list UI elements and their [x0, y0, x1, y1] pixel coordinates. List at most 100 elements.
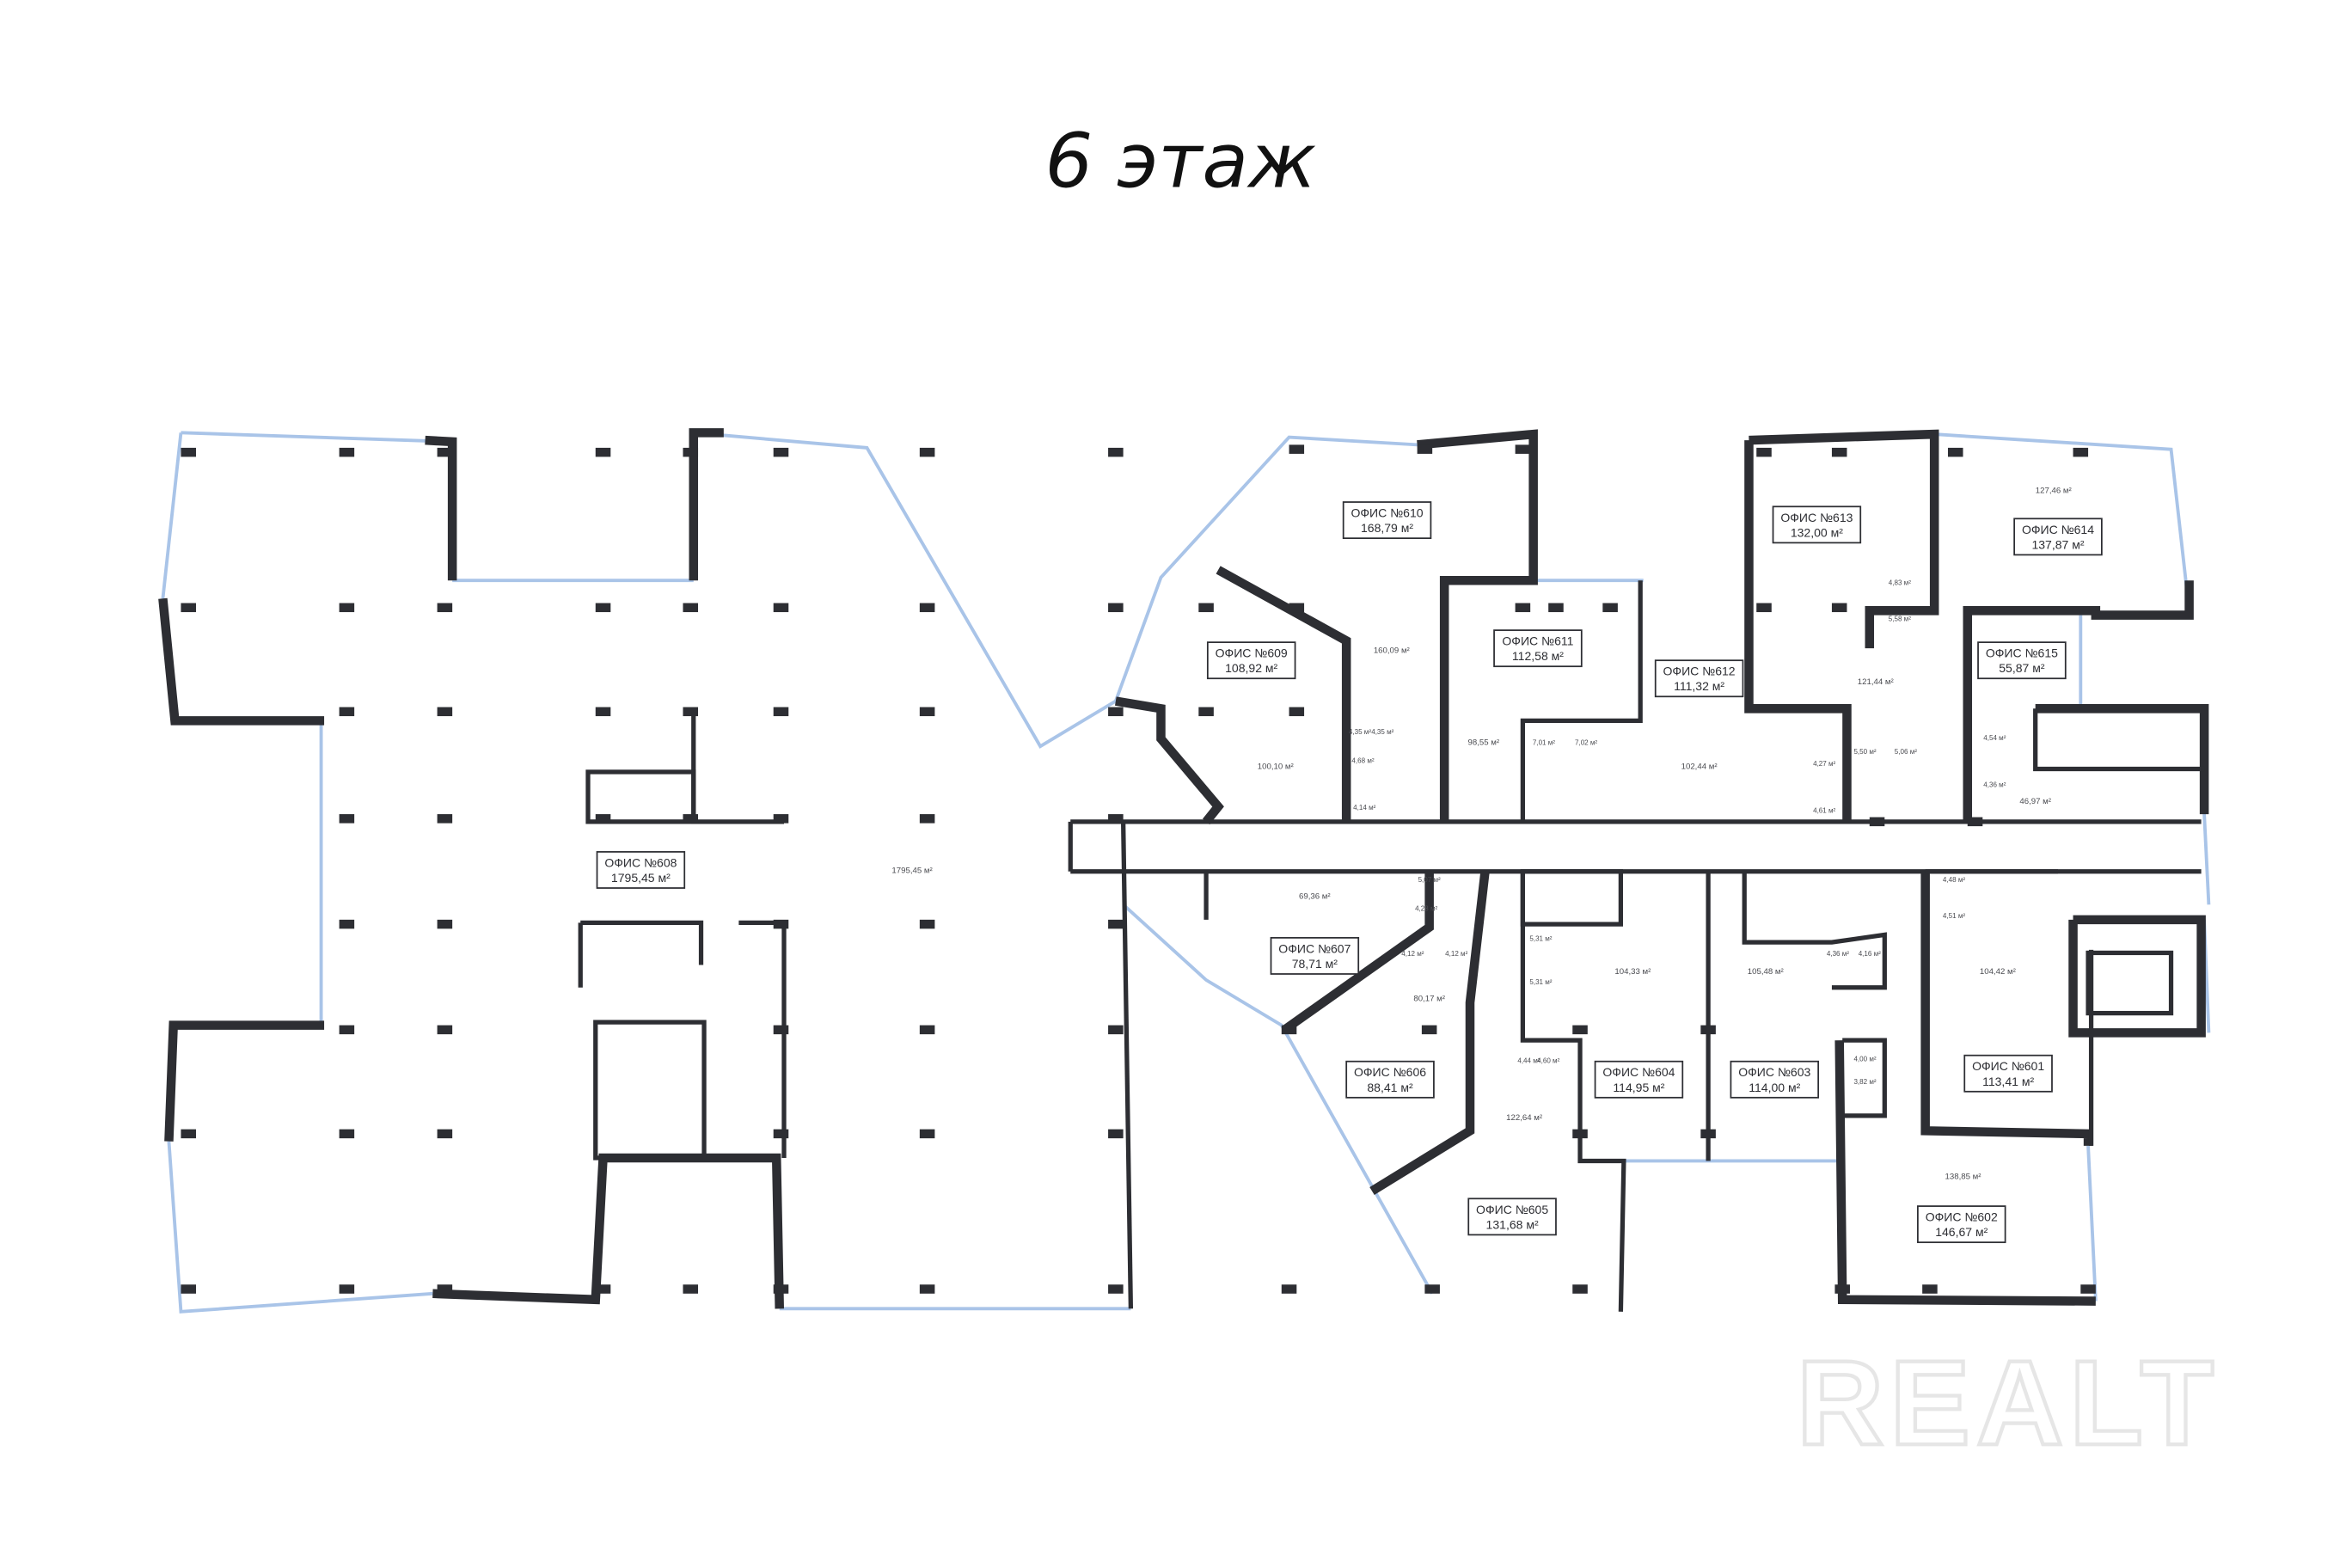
column: [919, 603, 935, 613]
room-area: 138,85 м²: [1945, 1173, 1982, 1182]
room-area: 102,44 м²: [1681, 762, 1718, 771]
office-label-box: [1467, 1197, 1557, 1236]
column: [1281, 1025, 1297, 1035]
small-room-area: 4,61 м²: [1813, 806, 1835, 814]
column: [1572, 1129, 1588, 1139]
small-room-area: 4,35 м²: [1371, 728, 1393, 736]
column: [339, 1284, 355, 1294]
column: [1198, 603, 1214, 613]
column: [773, 447, 789, 457]
column: [919, 1025, 935, 1035]
column: [437, 447, 453, 457]
office-label-box: [1270, 937, 1360, 975]
office-label-box: [1730, 1060, 1820, 1099]
column: [1602, 603, 1618, 613]
column: [1198, 707, 1214, 717]
column: [773, 1129, 789, 1139]
office-number: ОФИС №609: [1216, 646, 1288, 660]
office-number: ОФИС №607: [1278, 941, 1351, 955]
glazing: [161, 431, 2211, 1314]
office-area: 114,95 м²: [1613, 1081, 1664, 1094]
small-room-area: 5,58 м²: [1889, 616, 1911, 623]
room-area: 122,64 м²: [1506, 1113, 1543, 1123]
column: [919, 919, 935, 929]
column: [437, 1025, 453, 1035]
column: [773, 1025, 789, 1035]
column: [595, 1284, 611, 1294]
small-room-area: 4,48 м²: [1943, 876, 1965, 884]
office-area: 108,92 м²: [1225, 661, 1277, 675]
room-area: 121,44 м²: [1858, 677, 1895, 687]
floor-title: 6 этаж: [1044, 117, 1316, 205]
office-area: 111,32 м²: [1674, 679, 1724, 693]
column: [919, 1129, 935, 1139]
room-area: 127,46 м²: [2036, 487, 2073, 496]
small-room-area: 4,54 м²: [1983, 734, 2006, 742]
column: [1108, 447, 1124, 457]
small-room-area: 4,68 м²: [1351, 756, 1374, 764]
office-number: ОФИС №614: [2022, 523, 2094, 536]
column: [437, 1129, 453, 1139]
office-label-box: [1977, 641, 2067, 680]
column: [339, 814, 355, 824]
column: [1834, 1284, 1850, 1294]
office-label-box: [1654, 659, 1744, 698]
column: [919, 1284, 935, 1294]
office-label-box: [1963, 1054, 2053, 1093]
column: [919, 814, 935, 824]
office-area: 146,67 м²: [1935, 1225, 1988, 1239]
column: [595, 814, 611, 824]
column: [339, 1025, 355, 1035]
column: [339, 919, 355, 929]
small-room-area: 4,27 м²: [1813, 760, 1835, 768]
room-area: 160,09 м²: [1374, 646, 1411, 655]
small-room-area: 4,12 м²: [1401, 950, 1424, 958]
column: [595, 603, 611, 613]
column: [181, 603, 196, 613]
office-area: 132,00 м²: [1791, 525, 1843, 539]
column: [2080, 1284, 2096, 1294]
office-area: 137,87 м²: [2031, 537, 2084, 551]
column: [683, 1284, 699, 1294]
column: [1947, 447, 1963, 457]
office-number: ОФИС №608: [604, 855, 677, 869]
column: [437, 1284, 453, 1294]
office-label-box: [1206, 641, 1296, 680]
column: [683, 814, 699, 824]
column: [773, 814, 789, 824]
small-room-area: 4,36 м²: [1983, 781, 2006, 789]
column: [1108, 919, 1124, 929]
office-label-box: [1493, 629, 1583, 668]
column: [1831, 447, 1847, 457]
column: [1289, 603, 1305, 613]
column: [339, 447, 355, 457]
office-number: ОФИС №613: [1780, 511, 1853, 524]
small-room-area: 7,02 м²: [1575, 738, 1597, 746]
office-number: ОФИС №602: [1926, 1210, 1998, 1224]
column: [683, 603, 699, 613]
office-area: 114,00 м²: [1749, 1081, 1800, 1094]
columns: [181, 444, 2096, 1294]
office-area: 55,87 м²: [1999, 661, 2045, 675]
small-room-area: 3,82 м²: [1853, 1078, 1876, 1086]
office-number: ОФИС №611: [1502, 634, 1573, 648]
small-room-area: 4,16 м²: [1859, 950, 1881, 958]
column: [773, 603, 789, 613]
small-room-area: 4,28 м²: [1415, 904, 1437, 912]
